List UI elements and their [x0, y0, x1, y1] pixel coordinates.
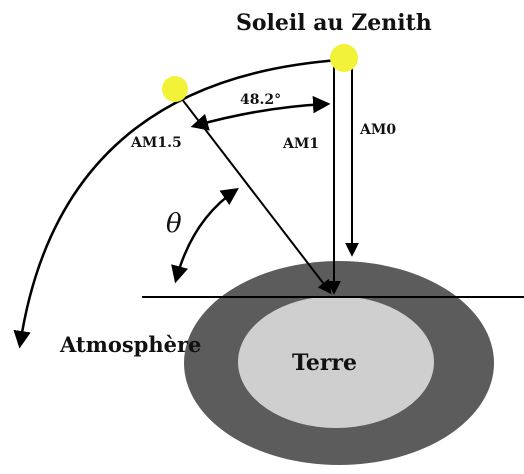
theta-label: θ [166, 209, 182, 239]
angle-arc [190, 95, 331, 131]
earth-label: Terre [292, 350, 357, 376]
title-label: Soleil au Zenith [236, 10, 432, 36]
sun-path-arc [13, 58, 341, 349]
ray-am1-label: AM1 [282, 136, 319, 152]
sun-zenith [330, 44, 358, 72]
earth-core [238, 296, 434, 428]
atmosphere-label: Atmosphère [59, 332, 201, 357]
angle-label: 48.2° [240, 92, 281, 108]
sun-oblique [162, 76, 188, 102]
ray-am0-label: AM0 [359, 122, 396, 138]
ray-am15-label: AM1.5 [130, 135, 182, 151]
theta-arc [171, 188, 239, 284]
